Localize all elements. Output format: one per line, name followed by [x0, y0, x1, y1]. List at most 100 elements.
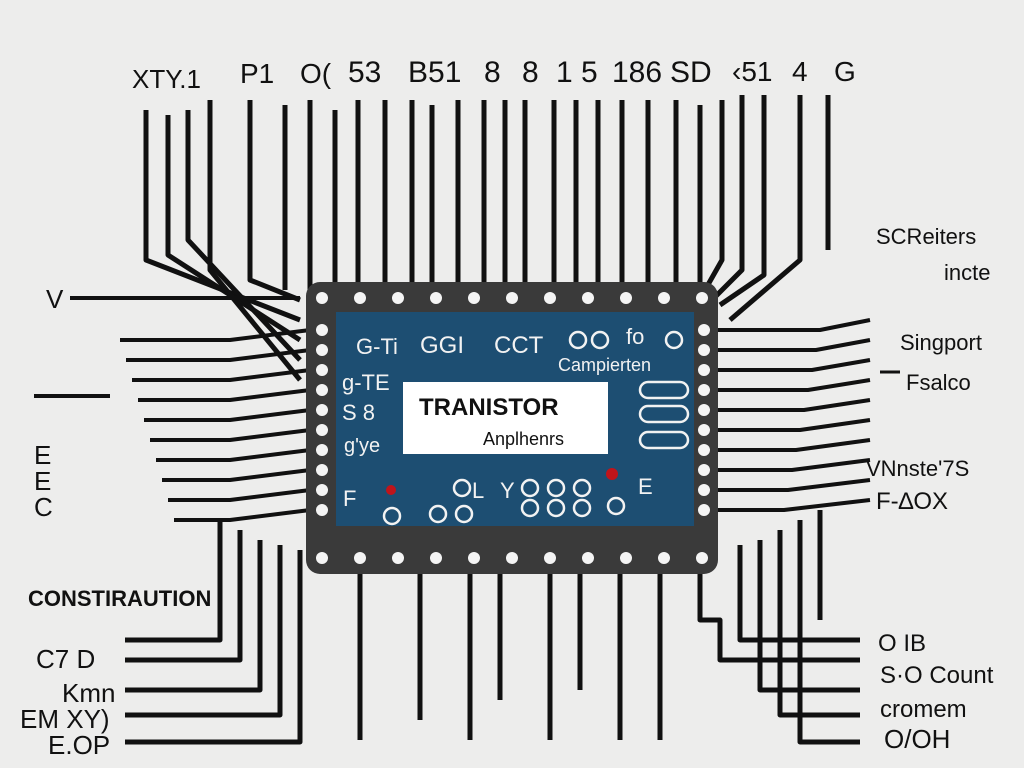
board-label: E [638, 474, 653, 499]
pin-hole [698, 484, 710, 496]
wire [120, 328, 311, 342]
pin-hole [698, 344, 710, 356]
mounting-hole [696, 552, 708, 564]
wire [125, 530, 243, 663]
wire [712, 358, 871, 372]
right-label: incte [944, 260, 991, 285]
wire [737, 545, 860, 643]
top-label: O( [300, 58, 332, 89]
left-bottom-label: C7 D [36, 644, 96, 674]
right-bottom-label: O IB [878, 630, 927, 657]
board-label: g'ye [344, 435, 381, 457]
wire [728, 95, 803, 322]
component-pad [382, 506, 402, 526]
wire [132, 368, 311, 382]
slot-connector [638, 404, 690, 424]
board-label: G-Ti [356, 334, 398, 359]
top-label: 186 [612, 56, 663, 89]
board-label: L [472, 478, 485, 503]
pin-hole [698, 404, 710, 416]
left-label: E [34, 466, 52, 496]
top-label: 53 [348, 56, 382, 89]
mounting-hole [620, 292, 632, 304]
board-label: CCT [494, 332, 544, 359]
wire [125, 520, 223, 643]
board-label: Y [500, 478, 515, 503]
wire [138, 388, 311, 402]
left-bottom-label: EM XY) [20, 704, 110, 734]
component-pad [572, 478, 592, 498]
pin-hole [698, 444, 710, 456]
board-subtitle: Campierten [558, 355, 652, 375]
slot-connector [638, 380, 690, 400]
wire [247, 100, 301, 303]
left-bottom-label: Kmn [62, 678, 116, 708]
right-bottom-label: S·O Count [880, 662, 994, 689]
slot-connector [638, 430, 690, 450]
top-label: ‹51 [732, 56, 773, 87]
right-label: VNnste'7S [866, 456, 970, 481]
pin-hole [698, 464, 710, 476]
component-pad [568, 330, 588, 350]
left-label: V [46, 284, 64, 314]
pin-hole [698, 384, 710, 396]
mounting-hole [582, 552, 594, 564]
wire [797, 520, 860, 745]
wire [125, 550, 303, 745]
pin-hole [316, 384, 328, 396]
top-label: 1 5 [556, 56, 598, 89]
wire [777, 530, 860, 718]
component-pad [546, 478, 566, 498]
mounting-hole [392, 552, 404, 564]
mounting-hole [620, 552, 632, 564]
pin-hole [316, 424, 328, 436]
board-label: GGI [420, 332, 465, 359]
component-pad [428, 504, 448, 524]
top-label: B51 [408, 56, 462, 89]
mounting-hole [544, 292, 556, 304]
board-title-sub: Anplhenrs [483, 429, 565, 449]
mounting-hole [658, 552, 670, 564]
top-label: 8 [484, 56, 501, 89]
wire [702, 100, 725, 292]
mounting-hole [316, 292, 328, 304]
wire [712, 498, 871, 512]
pin-hole [316, 484, 328, 496]
wire [207, 100, 302, 382]
mounting-hole [544, 552, 556, 564]
wire [718, 95, 767, 308]
mounting-hole [392, 292, 404, 304]
pin-hole [316, 324, 328, 336]
mounting-hole [316, 552, 328, 564]
mounting-hole [506, 292, 518, 304]
top-label: 4 [792, 56, 808, 87]
wire [712, 318, 871, 332]
top-label: SD [670, 56, 712, 89]
wire [168, 488, 311, 502]
pin-hole [316, 444, 328, 456]
top-label: P1 [240, 58, 275, 89]
component-pad [454, 504, 474, 524]
top-label: XTY.1 [132, 64, 201, 94]
left-label: E [34, 440, 52, 470]
wire [710, 95, 745, 302]
board-title: TRANISTOR [419, 394, 559, 421]
pin-hole [698, 364, 710, 376]
mounting-hole [468, 292, 480, 304]
mounting-hole [582, 292, 594, 304]
mounting-hole [354, 292, 366, 304]
pin-hole [316, 464, 328, 476]
pin-hole [316, 344, 328, 356]
wire [697, 545, 860, 663]
right-label: Fsalco [906, 370, 971, 395]
wire [162, 468, 311, 482]
right-label: Singport [900, 330, 982, 355]
right-label: F-∆OX [876, 488, 949, 515]
wire [126, 348, 311, 362]
wire [712, 458, 871, 472]
top-label: 8 [522, 56, 539, 89]
right-label: SCReiters [876, 224, 977, 249]
wire [712, 418, 871, 432]
wire [125, 545, 283, 718]
